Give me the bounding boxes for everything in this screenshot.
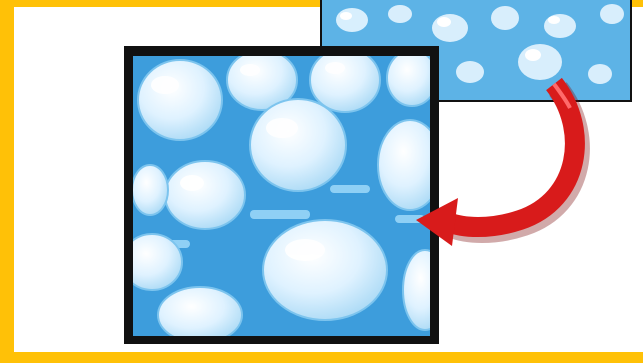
curved-arrow-icon bbox=[416, 84, 579, 246]
foam-texture-zoomed-icon bbox=[122, 46, 447, 344]
